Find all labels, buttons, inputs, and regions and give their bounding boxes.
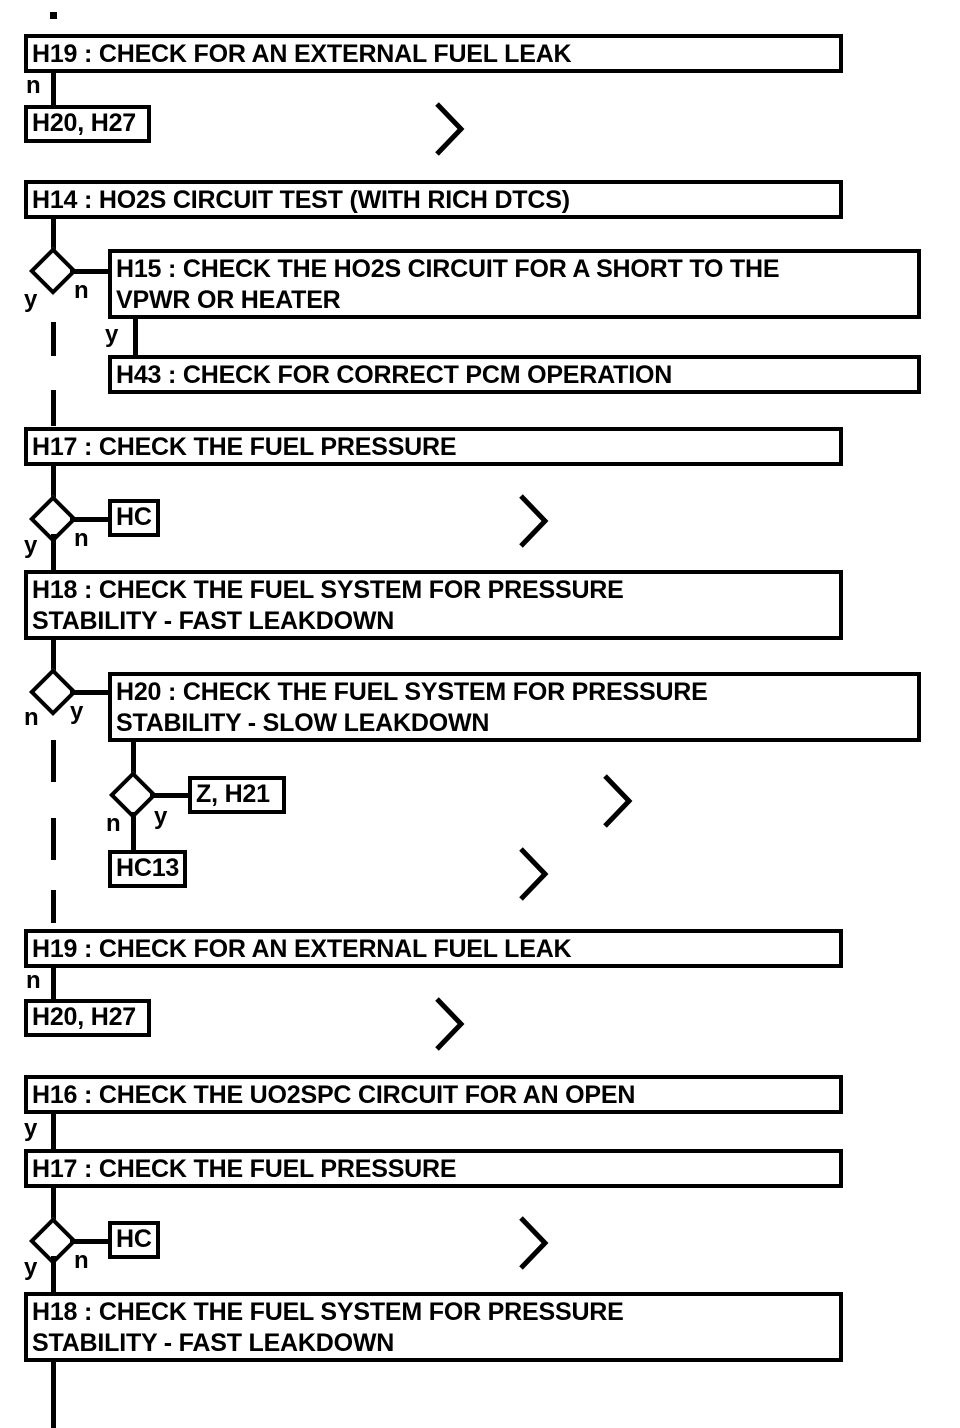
node-h19-external-fuel-leak-2[interactable]: H19 : CHECK FOR AN EXTERNAL FUEL LEAK [24,929,843,968]
branch-label-n-4: n [24,704,39,731]
node-h20-h27-1[interactable]: H20, H27 [24,105,151,143]
branch-label-n-2: n [74,277,89,304]
dashed-connector-seg-4 [51,818,56,860]
branch-label-y-1: y [24,286,38,313]
offpage-connector-icon-4 [516,845,550,903]
node-z-h21[interactable]: Z, H21 [188,776,286,814]
branch-label-y-5: y [154,803,168,830]
node-h18-fast-leakdown-2[interactable]: H18 : CHECK THE FUEL SYSTEM FOR PRESSURE… [24,1292,843,1362]
branch-label-n-1: n [26,72,41,99]
offpage-connector-icon-5 [432,995,466,1053]
node-h20-slow-leakdown[interactable]: H20 : CHECK THE FUEL SYSTEM FOR PRESSURE… [108,672,921,742]
node-h20-h27-2[interactable]: H20, H27 [24,999,151,1037]
node-h17-fuel-pressure-2[interactable]: H17 : CHECK THE FUEL PRESSURE [24,1149,843,1188]
offpage-connector-icon-6 [516,1214,550,1272]
branch-label-y-6: y [24,1115,38,1142]
top-dot-marker [50,12,57,19]
connector-decision4-yes-to-z-h21 [150,793,192,798]
node-h19-external-fuel-leak-1[interactable]: H19 : CHECK FOR AN EXTERNAL FUEL LEAK [24,34,843,73]
offpage-connector-icon-2 [516,492,550,550]
node-h15-ho2s-short-vpwr-heater[interactable]: H15 : CHECK THE HO2S CIRCUIT FOR A SHORT… [108,249,921,319]
connector-h17-to-decision-5 [51,1188,56,1222]
node-h16-uo2spc-open[interactable]: H16 : CHECK THE UO2SPC CIRCUIT FOR AN OP… [24,1075,843,1114]
dashed-connector-seg-3 [51,740,56,782]
connector-decision2-yes-to-h18 [51,534,56,570]
connector-decision1-no-to-h15 [70,269,112,274]
connector-decision5-yes-to-h18 [51,1256,56,1292]
branch-label-y-3: y [24,532,38,559]
dashed-connector-seg-2 [51,390,56,426]
offpage-connector-icon-1 [432,100,466,158]
node-hc13[interactable]: HC13 [108,850,187,888]
branch-label-y-7: y [24,1254,38,1281]
node-h43-correct-pcm-operation[interactable]: H43 : CHECK FOR CORRECT PCM OPERATION [108,355,921,394]
connector-h19-to-h20h27-2 [51,968,56,1001]
connector-decision2-no-to-hc-1 [70,517,112,522]
connector-decision4-no-to-hc13 [131,812,136,852]
connector-h18-to-decision-3 [51,640,56,675]
connector-h20-to-decision-4 [131,742,136,778]
node-hc-1[interactable]: HC [108,499,160,537]
branch-label-n-3: n [74,525,89,552]
connector-h18-bottom-continues [51,1362,56,1428]
connector-decision5-no-to-hc-2 [70,1239,112,1244]
node-h18-fast-leakdown-1[interactable]: H18 : CHECK THE FUEL SYSTEM FOR PRESSURE… [24,570,843,640]
node-h17-fuel-pressure-1[interactable]: H17 : CHECK THE FUEL PRESSURE [24,427,843,466]
connector-h15-to-h43 [133,319,138,357]
node-h14-ho2s-circuit-test[interactable]: H14 : HO2S CIRCUIT TEST (WITH RICH DTCS) [24,180,843,219]
connector-decision3-yes-to-h20 [70,690,112,695]
branch-label-n-7: n [74,1247,89,1274]
node-hc-2[interactable]: HC [108,1221,160,1259]
dashed-connector-seg-5 [51,890,56,923]
branch-label-y-4: y [70,698,84,725]
dashed-connector-seg-1 [51,322,56,356]
connector-h14-to-decision-1 [51,219,56,251]
connector-h17-to-decision-2 [51,466,56,500]
connector-h19-to-h20h27-1 [51,73,56,107]
branch-label-y-2: y [105,321,119,348]
offpage-connector-icon-3 [600,772,634,830]
connector-h16-to-h17 [51,1114,56,1149]
branch-label-n-6: n [26,967,41,994]
branch-label-n-5: n [106,810,121,837]
